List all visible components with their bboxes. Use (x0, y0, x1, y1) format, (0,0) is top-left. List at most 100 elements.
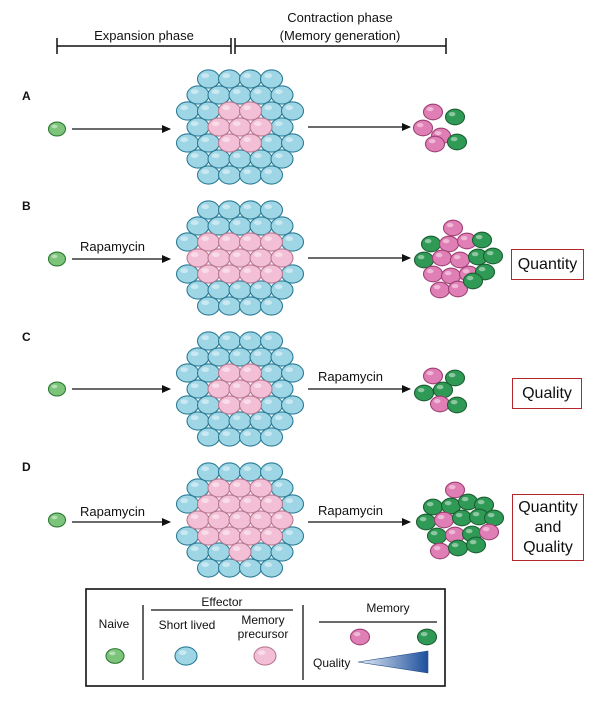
short-lived-cell (238, 296, 263, 316)
cell-highlight (424, 239, 432, 244)
cell-highlight (274, 252, 283, 258)
short-lived-cell (196, 200, 221, 220)
cell-highlight (51, 254, 58, 259)
cell-highlight (469, 540, 477, 545)
short-lived-cell (196, 69, 221, 89)
cell-highlight (253, 415, 262, 421)
memory-precursor-cell (207, 248, 231, 268)
memory-precursor-cell (217, 232, 242, 252)
cell-highlight (428, 139, 436, 144)
memory-cell-green (462, 272, 484, 290)
cell-highlight (222, 530, 231, 536)
memory-precursor-cell (228, 478, 252, 498)
memory-cell-group (413, 367, 468, 414)
cell-highlight (450, 400, 458, 405)
legend-memory-precursor-label-1: Memory (241, 613, 284, 627)
memory-cell-green (415, 513, 437, 531)
memory-cell-green (446, 396, 468, 414)
short-lived-cell (196, 462, 221, 482)
cell-highlight (190, 89, 199, 95)
short-lived-cell (186, 149, 210, 169)
cell-highlight (222, 105, 231, 111)
short-lived-cell (238, 69, 263, 89)
row-label-b: B (22, 199, 31, 213)
cell-highlight (222, 204, 231, 210)
memory-precursor-cell (207, 510, 231, 530)
short-lived-cell (280, 232, 305, 252)
cell-highlight (243, 236, 252, 242)
legend-memory-label: Memory (366, 601, 409, 615)
cell-highlight (285, 105, 294, 111)
row-label-d: D (22, 460, 31, 474)
cell-highlight (51, 384, 58, 389)
cell-highlight (274, 415, 283, 421)
rapamycin-contraction-label: Rapamycin (318, 503, 383, 518)
memory-cell-green (420, 235, 442, 253)
legend-naive-label: Naive (99, 617, 130, 631)
short-lived-cell (196, 331, 221, 351)
cell-highlight (190, 252, 199, 258)
cell-highlight (211, 482, 220, 488)
memory-precursor-cell (249, 510, 273, 530)
memory-precursor-cell (196, 526, 221, 546)
short-lived-cell (280, 494, 305, 514)
cell-highlight (257, 650, 266, 656)
cell-highlight (444, 271, 452, 276)
cell-highlight (264, 73, 273, 79)
cell-highlight (201, 169, 210, 175)
quality-gradient-wedge (357, 650, 429, 674)
memory-cell-green (483, 509, 505, 527)
cell-highlight (353, 632, 361, 637)
memory-cell-green (413, 384, 435, 402)
cell-highlight (417, 388, 425, 393)
memory-precursor-cell (238, 363, 263, 383)
cell-highlight (264, 562, 273, 568)
row-a (47, 69, 468, 185)
memory-cell-green (413, 251, 435, 269)
memory-cell-pink (431, 249, 453, 267)
short-lived-cell (186, 347, 210, 367)
cell-highlight (274, 383, 283, 389)
short-lived-cell (259, 101, 284, 121)
cell-highlight (253, 153, 262, 159)
cell-highlight (222, 399, 231, 405)
cell-highlight (222, 335, 231, 341)
cell-highlight (190, 220, 199, 226)
cell-highlight (243, 367, 252, 373)
cell-highlight (243, 562, 252, 568)
cell-highlight (264, 367, 273, 373)
short-lived-cell (175, 494, 200, 514)
short-lived-cell (207, 411, 231, 431)
phase-timeline: Expansion phase Contraction phase (Memor… (56, 10, 447, 54)
cell-highlight (264, 399, 273, 405)
short-lived-cell (270, 347, 294, 367)
naive-cell (47, 251, 67, 267)
short-lived-cell (259, 133, 284, 153)
memory-precursor-cell (207, 379, 231, 399)
row-label-a: A (22, 89, 31, 103)
cell-highlight (486, 251, 494, 256)
short-lived-cell (238, 462, 263, 482)
cell-highlight (201, 431, 210, 437)
short-lived-cell (217, 69, 242, 89)
short-lived-cell (249, 411, 273, 431)
cell-highlight (285, 530, 294, 536)
short-lived-cell (175, 526, 200, 546)
short-lived-cell (186, 216, 210, 236)
cell-highlight (180, 236, 189, 242)
memory-cell-pink (422, 265, 444, 283)
short-lived-cell (207, 542, 231, 562)
cell-highlight (264, 137, 273, 143)
legend-short-lived-label: Short lived (159, 618, 216, 632)
cell-highlight (222, 73, 231, 79)
memory-cell-group (415, 481, 505, 560)
short-lived-cell (238, 200, 263, 220)
cell-highlight (274, 351, 283, 357)
naive-cell-body (47, 251, 67, 267)
short-lived-cell (175, 363, 200, 383)
legend-effector-label: Effector (201, 595, 242, 609)
memory-generation-label: (Memory generation) (280, 28, 401, 43)
cell-highlight (274, 514, 283, 520)
short-lived-cell (270, 542, 294, 562)
short-lived-cell (196, 133, 221, 153)
